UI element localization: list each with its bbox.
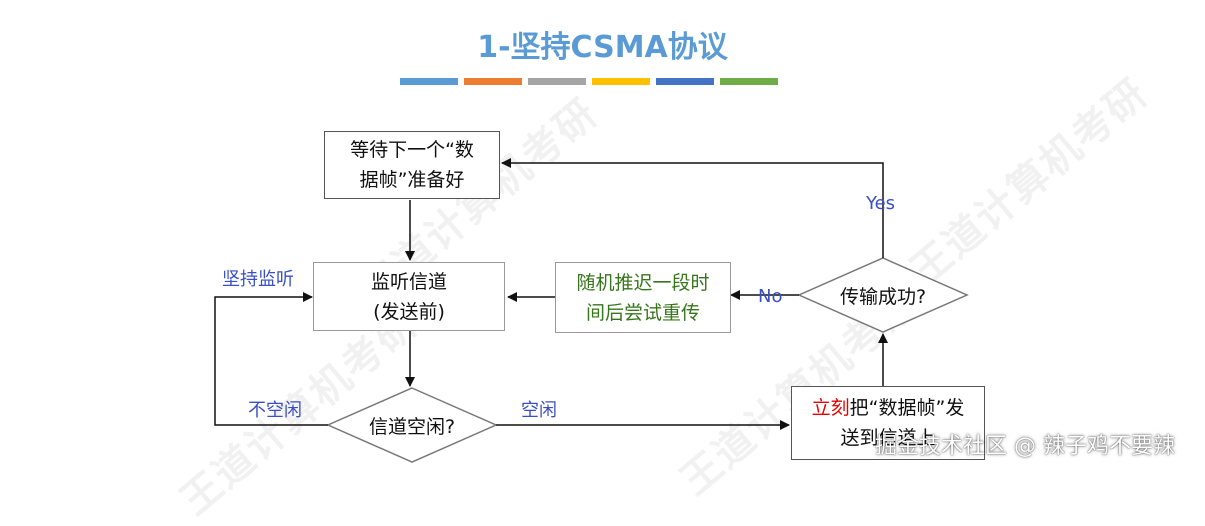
- wait-node: 等待下一个“数 据帧”准备好: [324, 131, 500, 199]
- idle-diamond: [326, 387, 498, 463]
- listen-node: 监听信道 (发送前): [313, 262, 505, 331]
- label-no: No: [758, 286, 783, 307]
- label-busy: 不空闲: [248, 400, 302, 421]
- page-title: 1-坚持CSMA协议: [477, 30, 728, 65]
- wait-line1: 等待下一个“数: [350, 139, 474, 161]
- color-stripes: [400, 78, 778, 85]
- listen-line2: (发送前): [373, 300, 445, 323]
- arrow-busy-loop: [214, 292, 328, 426]
- label-persist: 坚持监听: [222, 269, 294, 290]
- stripe: [464, 78, 522, 85]
- listen-line1: 监听信道: [370, 270, 447, 293]
- send-line2: 送到信道上: [840, 427, 936, 449]
- stripe: [528, 78, 586, 85]
- footer-credit: 掘金技术社区 @ 辣子鸡不要辣: [875, 434, 1175, 459]
- backoff-line2: 间后尝试重传: [585, 301, 700, 324]
- send-emphasis: 立刻: [811, 397, 850, 419]
- send-node: 立刻把“数据帧”发 送到信道上: [791, 386, 985, 460]
- success-decision-text: 传输成功?: [839, 286, 927, 308]
- flowchart-connectors: [214, 158, 969, 463]
- wait-line2: 据帧”准备好: [359, 169, 465, 191]
- stripe: [720, 78, 778, 85]
- backoff-node: 随机推迟一段时 间后尝试重传: [555, 262, 731, 333]
- stripe: [656, 78, 714, 85]
- arrow-yes: [501, 158, 884, 258]
- backoff-line1: 随机推迟一段时: [576, 271, 710, 294]
- label-yes: Yes: [866, 193, 896, 214]
- label-free: 空闲: [521, 400, 557, 421]
- stripe: [592, 78, 650, 85]
- idle-decision-text: 信道空闲?: [368, 416, 456, 438]
- success-diamond: [797, 257, 969, 333]
- send-line1-rest: 把“数据帧”发: [849, 397, 965, 419]
- send-line1: 立刻把“数据帧”发: [812, 393, 965, 423]
- stripe: [400, 78, 458, 85]
